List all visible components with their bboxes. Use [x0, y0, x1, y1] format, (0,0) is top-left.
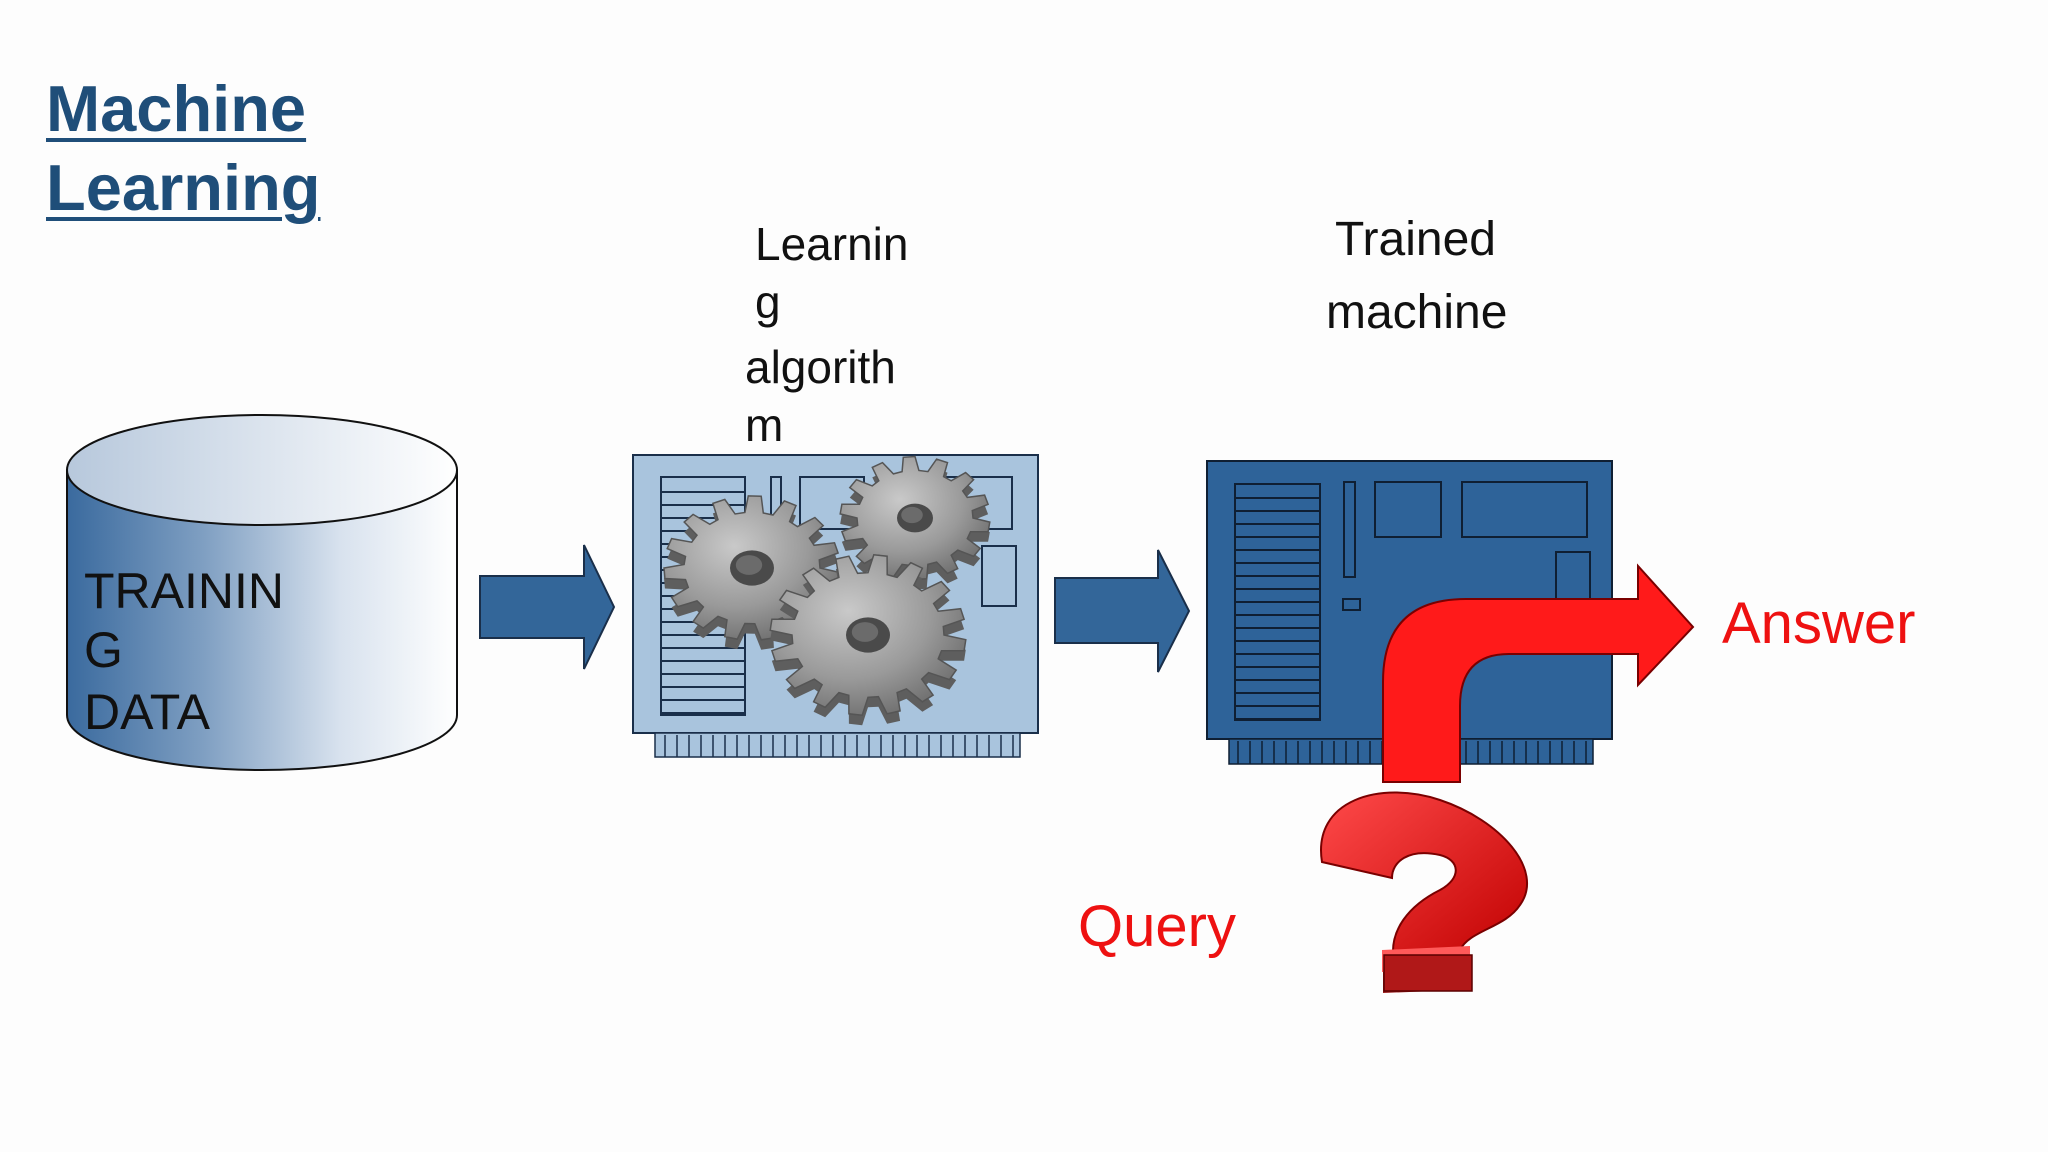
trained-machine-label-line1: Trained — [1335, 213, 1496, 266]
training-data-label-line3: DATA — [84, 684, 210, 740]
gears-icon — [663, 455, 991, 726]
training-data-label-line1: TRAININ — [84, 563, 284, 619]
title-machine: Machine — [46, 72, 307, 145]
trained-machine-label-line2: machine — [1326, 286, 1508, 339]
algorithm-label-line1: Learnin — [755, 218, 909, 270]
algorithm-label-line2: g — [755, 276, 781, 328]
flow-arrow-2 — [1054, 549, 1191, 673]
database-cylinder-icon — [66, 414, 458, 771]
answer-label: Answer — [1722, 591, 1916, 656]
title-learning: Learning — [46, 151, 321, 224]
algorithm-label-line3: algorith — [745, 341, 896, 393]
training-data-label-line2: G — [84, 622, 123, 678]
flow-arrow-1 — [479, 544, 616, 670]
algorithm-label-line4: m — [745, 399, 784, 451]
curved-arrow-icon — [1382, 563, 1695, 783]
question-mark-icon — [1320, 791, 1528, 993]
query-label: Query — [1078, 894, 1236, 959]
